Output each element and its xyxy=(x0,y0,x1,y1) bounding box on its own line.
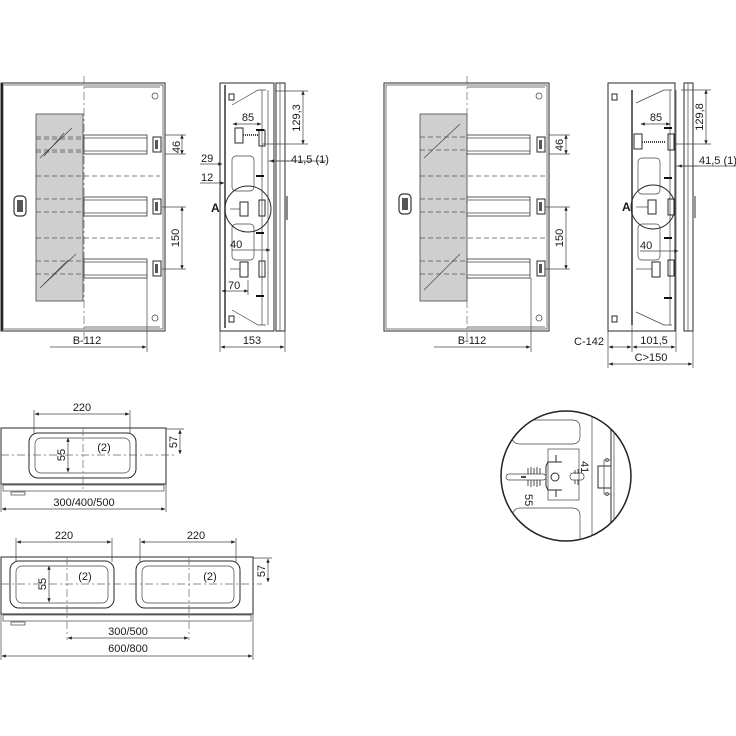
din-rails xyxy=(420,134,545,279)
note-2: (2) xyxy=(97,442,110,454)
detail-a-circle xyxy=(630,184,676,230)
top-view-single: 220 55 (2) 57 300/400/500 xyxy=(0,402,184,512)
side-view-2: 129,8 85 41,5 (1) A 40 C-142 101,5 C>150 xyxy=(574,82,736,368)
side-view-1: 129,3 85 29 12 41,5 (1) A 40 70 153 xyxy=(200,82,329,352)
dim-600-800: 600/800 xyxy=(108,643,148,655)
dim-70: 70 xyxy=(228,280,240,292)
detail-a-label: A xyxy=(622,200,631,214)
dim-b-112: B-112 xyxy=(73,335,102,347)
dim-153: 153 xyxy=(243,335,261,347)
dim-46: 46 xyxy=(171,141,183,153)
note-2-left: (2) xyxy=(78,571,91,583)
dim-85: 85 xyxy=(650,112,662,124)
dim-12: 12 xyxy=(201,172,213,184)
dim-46: 46 xyxy=(554,139,566,151)
dim-57: 57 xyxy=(168,436,180,448)
dim-c-142: C-142 xyxy=(574,336,604,348)
dim-129-8: 129,8 xyxy=(694,103,706,131)
front-view-2: 46 150 B-112 xyxy=(383,76,570,352)
dim-220-right: 220 xyxy=(187,530,205,542)
glass-window xyxy=(35,113,84,302)
dim-41-5: 41,5 (1) xyxy=(699,155,736,167)
dim-b-112: B-112 xyxy=(458,335,487,347)
din-rails xyxy=(36,134,160,279)
dim-55: 55 xyxy=(37,578,49,590)
front-view-1: 46 150 B-112 xyxy=(0,76,186,352)
dim-40: 40 xyxy=(640,240,652,252)
dim-150: 150 xyxy=(170,229,182,247)
scale-55: 55 xyxy=(522,494,534,506)
detail-a-view: 41 55 xyxy=(500,410,632,542)
dim-129-3: 129,3 xyxy=(291,104,303,132)
dim-300-500: 300/500 xyxy=(108,626,148,638)
dim-220-left: 220 xyxy=(55,530,73,542)
dim-220: 220 xyxy=(73,402,91,414)
dim-29: 29 xyxy=(201,153,213,165)
scale-41: 41 xyxy=(578,461,590,473)
detail-a-circle xyxy=(224,185,272,233)
dim-40: 40 xyxy=(230,239,242,251)
dim-c-150: C>150 xyxy=(635,352,668,364)
detail-a-label: A xyxy=(211,201,220,215)
dim-300-400-500: 300/400/500 xyxy=(53,497,114,509)
dim-41-5: 41,5 (1) xyxy=(291,154,329,166)
dim-85: 85 xyxy=(242,112,254,124)
dim-150: 150 xyxy=(554,229,566,247)
top-view-double: 220 220 55 (2) (2) 57 300/500 600/800 xyxy=(0,530,272,660)
dim-101-5: 101,5 xyxy=(640,335,668,347)
note-2-right: (2) xyxy=(203,571,216,583)
dim-57: 57 xyxy=(256,565,268,577)
dim-55: 55 xyxy=(56,449,68,461)
glass-window xyxy=(419,113,468,302)
